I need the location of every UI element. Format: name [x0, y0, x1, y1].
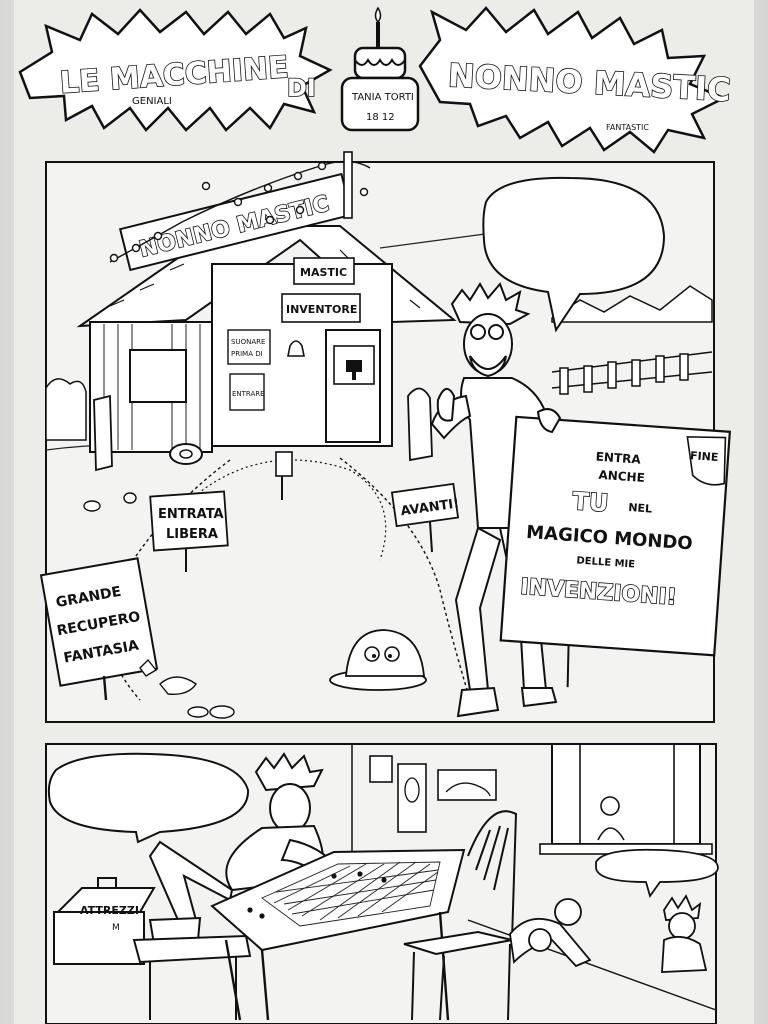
mole-character [329, 629, 427, 691]
door-sign-text-2: PRIMA DI [231, 350, 263, 358]
grandpa-sitting [148, 752, 340, 946]
toolbox-body [53, 911, 145, 965]
grandpa-hand-on-poster [536, 408, 562, 434]
poster-text-2: ANCHE [598, 468, 645, 485]
sign-recupero-board [39, 557, 159, 687]
cake-drawing: TANIA TORTI 18 12 [340, 6, 420, 132]
cake-text-1: TANIA TORTI [351, 92, 414, 103]
title-mid: DI [287, 74, 316, 102]
window-frame [551, 743, 701, 845]
door-silhouette [346, 360, 362, 380]
house-window [129, 349, 187, 403]
sign-avanti-post [429, 521, 433, 553]
mole-eye-right [384, 646, 400, 662]
small-sign-post [275, 451, 293, 500]
subtitle-right: FANTASTIC [606, 123, 649, 132]
subtitle-left: GENIALI [132, 96, 172, 107]
frame-3-figure [445, 782, 491, 797]
toolbox: ATTREZZI M [53, 877, 156, 965]
kid-1-head [554, 898, 582, 926]
wall-frame-1 [369, 755, 393, 783]
grandpa-shoe-left [456, 686, 500, 718]
poster-post [566, 645, 570, 688]
kid-3 [661, 894, 708, 973]
poster-text-4: NEL [628, 501, 653, 516]
grandpa-glasses-right [488, 324, 504, 340]
poster-corner-text: FINE [690, 449, 719, 464]
cake-top-tier [353, 46, 407, 80]
door-sign-text-3: ENTRARE [232, 390, 265, 398]
tire-hole [179, 449, 193, 459]
kid-2-head [528, 928, 552, 952]
kid-1-body [509, 917, 592, 968]
mole-eye-left [364, 646, 380, 662]
speech-bubble-3 [595, 848, 719, 899]
game-pieces [247, 871, 387, 919]
mountains [551, 285, 713, 323]
kid-1 [509, 898, 592, 968]
burst-right [418, 6, 728, 154]
window-figure-body [597, 827, 625, 841]
toolbox-text-2: M [112, 923, 120, 933]
toolbox-text-1: ATTREZZI [80, 904, 139, 917]
grandpa-hair [450, 282, 531, 326]
sign-recupero-post [102, 675, 108, 701]
fence [551, 351, 713, 395]
header-banner: LE MACCHINE GENIALI DI TANIA TORTI 18 12… [18, 6, 732, 154]
door-sign-2-board [229, 373, 265, 411]
speech-bubble-1 [482, 176, 666, 333]
cake-top-icing [354, 58, 406, 66]
kid-3-body [661, 935, 708, 973]
grandpa-hand-thumb [436, 388, 456, 422]
panel-2: ATTREZZI M [45, 743, 719, 1024]
bench-leg [149, 956, 237, 1020]
shop-sign-2-board [281, 293, 361, 323]
string-lights [109, 160, 371, 263]
door-bell-icon [287, 340, 305, 357]
poster-text-3: TU [572, 487, 610, 517]
poster-board [499, 415, 732, 657]
board-grid [261, 861, 441, 927]
sign-entrata-text-1: ENTRATA [158, 507, 224, 522]
candle-flame [374, 6, 382, 24]
poster-text-6: DELLE MIE [576, 555, 635, 570]
ground-details [83, 492, 235, 719]
door-sign-board [227, 329, 271, 365]
wall-frame-3 [437, 769, 497, 801]
poster-text-1: ENTRA [595, 450, 642, 467]
hill-mound [189, 459, 387, 561]
cake-bottom-tier [340, 76, 420, 132]
bush-left [45, 378, 87, 441]
antenna-pole [343, 151, 353, 219]
fence-board-right [407, 387, 433, 462]
speech-bubble-2 [47, 752, 250, 844]
sign-entrata-text-2: LIBERA [166, 527, 218, 542]
grandpa-head [463, 313, 513, 375]
poster-corner-curl [686, 436, 727, 486]
burst-left [18, 8, 333, 132]
grandpa-sitting-head [269, 783, 311, 833]
shop-sign-1-board [293, 257, 355, 285]
grandpa-glasses-left [470, 324, 486, 340]
toolbox-handle [97, 877, 117, 888]
poster: FINE ENTRA ANCHE TU NEL MAGICO MONDO DEL… [499, 415, 732, 688]
panel-1: NONNO MASTIC MASTIC INVENTORE SUONARE PR… [39, 151, 732, 723]
plank-left [93, 394, 113, 472]
cake-text-2: 18 12 [366, 112, 395, 123]
grandpa-beard [469, 355, 507, 378]
shop-sign-2-text: INVENTORE [286, 303, 357, 316]
door-sign-text-1: SUONARE [231, 338, 265, 346]
shop-sign-1-text: MASTIC [300, 266, 347, 279]
bench [132, 934, 252, 964]
grandpa-shoe-right [520, 687, 558, 708]
frame-2-figure [404, 777, 420, 803]
kid-3-head [668, 912, 696, 940]
sign-entrata-board [149, 490, 229, 552]
sign-avanti-board [390, 482, 460, 528]
window-figure-head [600, 796, 620, 816]
